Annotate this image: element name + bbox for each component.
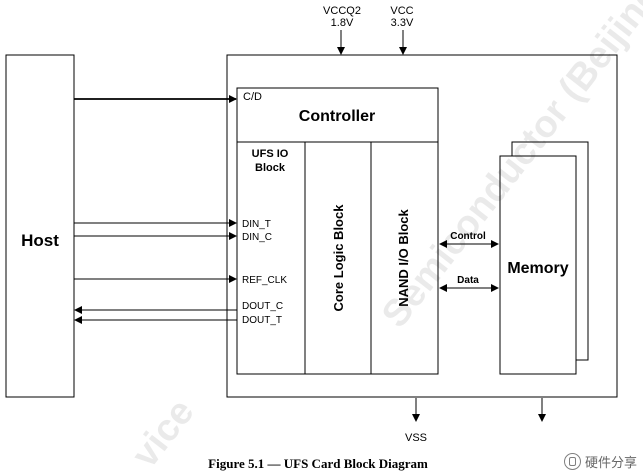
control-bus-arrow-right (491, 240, 499, 248)
nand-io-block (370, 141, 439, 375)
dout-c-label: DOUT_C (242, 301, 283, 312)
vccq2-voltage: 1.8V (331, 17, 354, 29)
data-bus-arrow-right (491, 284, 499, 292)
memory-label: Memory (507, 260, 568, 277)
site-logo: 硬件分享 (563, 452, 637, 471)
host-block (5, 54, 75, 398)
nand-io-block-label: NAND I/O Block (396, 208, 411, 306)
site-logo-text: 硬件分享 (584, 456, 637, 471)
data-bus-arrow-left (439, 284, 447, 292)
vss-label: VSS (405, 432, 427, 444)
vcc-label: VCC (390, 5, 413, 17)
site-logo-icon (563, 453, 581, 470)
cd-label: C/D (243, 91, 262, 103)
ufs-io-block-label-1: UFS IO (252, 148, 289, 160)
vcc-voltage: 3.3V (391, 17, 414, 29)
control-bus-arrow-left (439, 240, 447, 248)
din-t-label: DIN_T (242, 219, 271, 230)
control-bus-label: Control (450, 231, 486, 242)
figure-caption: Figure 5.1 — UFS Card Block Diagram (208, 456, 428, 471)
ufs-io-block-label-2: Block (255, 162, 286, 174)
memory-block (499, 155, 577, 375)
core-logic-block-label: Core Logic Block (331, 204, 346, 312)
ufs-card-outline (226, 54, 618, 398)
dout-t-label: DOUT_T (242, 315, 282, 326)
data-bus-label: Data (457, 275, 479, 286)
vccq2-label: VCCQ2 (323, 5, 361, 17)
ufs-io-block (236, 141, 306, 375)
controller-title: Controller (299, 108, 375, 125)
ref-clk-label: REF_CLK (242, 275, 287, 286)
host-label: Host (21, 231, 59, 250)
din-c-label: DIN_C (242, 232, 272, 243)
